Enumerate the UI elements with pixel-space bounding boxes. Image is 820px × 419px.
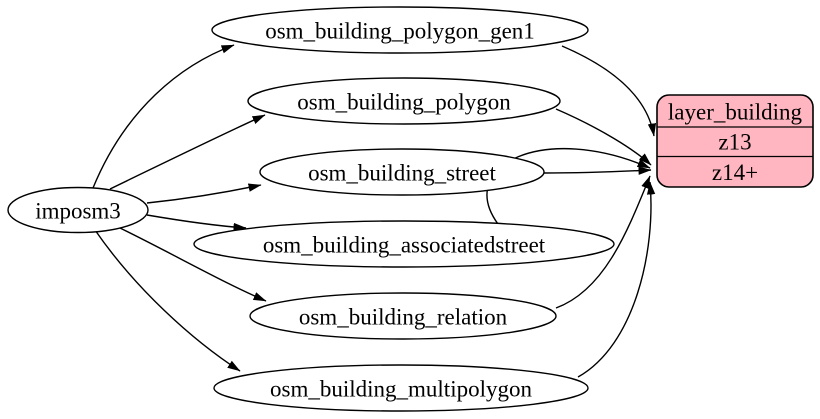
node-osm_building_relation-shape bbox=[249, 292, 557, 340]
node-osm_building_street-shape bbox=[259, 148, 545, 196]
node-osm_building_multipolygon-shape bbox=[213, 364, 589, 412]
edge-osm_building_street-to-z14 bbox=[543, 166, 652, 175]
node-osm_building_relation: osm_building_relation bbox=[249, 292, 557, 340]
edge-osm_building_polygon_gen1-to-z13 bbox=[561, 45, 657, 137]
node-osm_building_polygon-label: osm_building_polygon bbox=[297, 90, 511, 115]
edge-imposm3-to-osm_building_polygon_gen1 bbox=[92, 44, 235, 189]
node-osm_building_associatedstreet: osm_building_associatedstreet bbox=[193, 220, 615, 268]
node-layer_building-title: layer_building bbox=[668, 100, 803, 125]
node-osm_building_polygon_gen1: osm_building_polygon_gen1 bbox=[211, 6, 589, 54]
edge-osm_building_polygon-to-z14 bbox=[555, 108, 652, 166]
node-osm_building_polygon: osm_building_polygon bbox=[247, 77, 561, 125]
node-osm_building_polygon_gen1-label: osm_building_polygon_gen1 bbox=[265, 19, 535, 44]
node-osm_building_relation-label: osm_building_relation bbox=[299, 305, 508, 330]
edge-osm_building_multipolygon-to-z14 bbox=[577, 181, 656, 378]
node-osm_building_associatedstreet-label: osm_building_associatedstreet bbox=[263, 233, 546, 258]
edge-group-left bbox=[92, 44, 267, 372]
node-osm_building_multipolygon: osm_building_multipolygon bbox=[213, 364, 589, 412]
node-imposm3-label: imposm3 bbox=[35, 199, 121, 224]
node-imposm3: imposm3 bbox=[7, 186, 149, 234]
node-osm_building_multipolygon-label: osm_building_multipolygon bbox=[270, 377, 532, 402]
edge-group-right bbox=[486, 45, 657, 378]
node-layer_building: layer_building z13 z14+ bbox=[656, 94, 814, 188]
node-osm_building_street-label: osm_building_street bbox=[308, 161, 496, 186]
node-osm_building_polygon-shape bbox=[247, 77, 561, 125]
edge-imposm3-to-osm_building_multipolygon bbox=[94, 229, 241, 372]
layer_building-row-z13: z13 bbox=[718, 130, 751, 155]
edge-osm_building_associatedstreet-to-z14 bbox=[486, 147, 651, 225]
node-layer_building-shape bbox=[656, 94, 814, 188]
node-osm_building_polygon_gen1-shape bbox=[211, 6, 589, 54]
node-osm_building_associatedstreet-shape bbox=[193, 220, 615, 268]
node-osm_building_street: osm_building_street bbox=[259, 148, 545, 196]
edge-imposm3-to-osm_building_polygon bbox=[109, 114, 266, 190]
edge-osm_building_relation-to-z14 bbox=[555, 175, 651, 309]
node-imposm3-shape bbox=[7, 186, 149, 234]
layer_building-row-z14plus: z14+ bbox=[712, 160, 758, 185]
edge-imposm3-to-osm_building_relation bbox=[119, 227, 267, 302]
edge-imposm3-to-osm_building_street bbox=[146, 183, 262, 204]
edge-imposm3-to-osm_building_associatedstreet bbox=[146, 214, 247, 232]
